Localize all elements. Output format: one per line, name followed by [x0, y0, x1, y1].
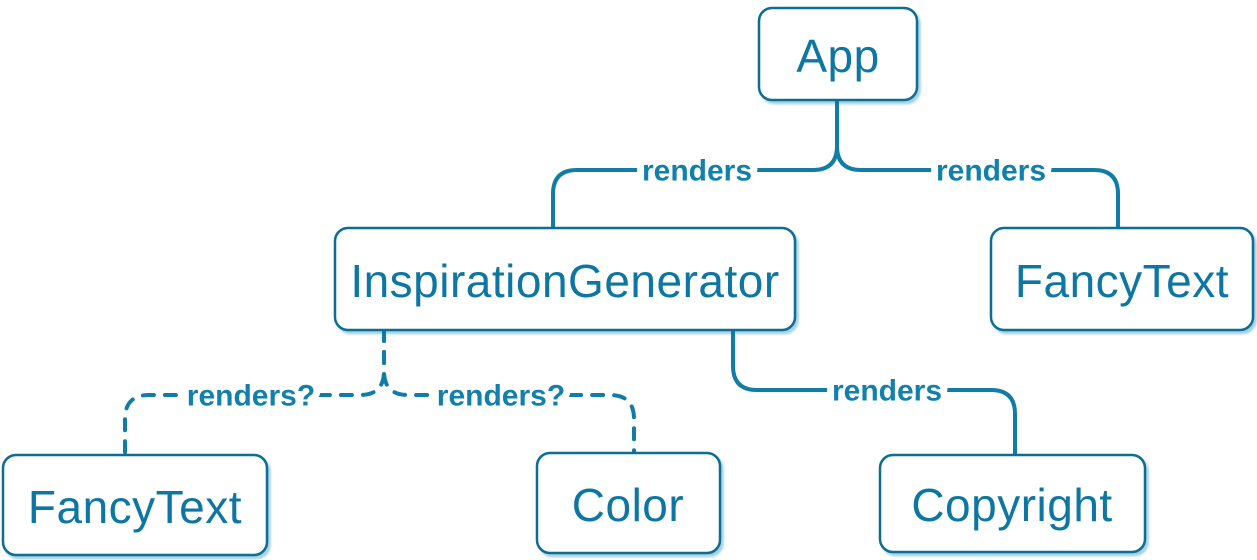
node-fancy-text-bottom-box [1, 453, 269, 557]
edge-label-renders-question-left: renders? [187, 380, 315, 413]
edge-label-renders-question-right: renders? [437, 380, 565, 413]
edge-app-fancytext [835, 98, 1120, 230]
node-fancy-text-top-box [989, 226, 1255, 332]
edge-label-renders-bottom: renders [832, 375, 942, 408]
node-color: Color [535, 451, 722, 555]
edge-app-inspirationgenerator [551, 98, 839, 230]
node-inspiration-generator: InspirationGenerator [333, 226, 797, 332]
node-fancy-text-top: FancyText [989, 226, 1255, 332]
node-inspiration-generator-label: InspirationGenerator [350, 255, 779, 307]
edge-label-renders-left: renders [642, 155, 752, 188]
edge-inspirationgenerator-color [382, 328, 636, 455]
node-color-box [535, 451, 722, 555]
edge-inspirationgenerator-copyright [731, 328, 1017, 457]
node-copyright: Copyright [878, 453, 1147, 554]
node-app: App [757, 6, 919, 102]
node-inspiration-generator-box [333, 226, 797, 332]
node-copyright-label: Copyright [911, 479, 1112, 531]
node-fancy-text-top-label: FancyText [1015, 255, 1229, 307]
edge-label-renders-right: renders [936, 155, 1046, 188]
node-color-label: Color [572, 479, 684, 531]
edge-inspirationgenerator-fancytext [123, 328, 386, 457]
node-copyright-box [878, 453, 1147, 554]
node-app-box [757, 6, 919, 102]
node-app-label: App [796, 30, 879, 82]
node-fancy-text-bottom-label: FancyText [28, 481, 242, 533]
node-fancy-text-bottom: FancyText [1, 453, 269, 557]
